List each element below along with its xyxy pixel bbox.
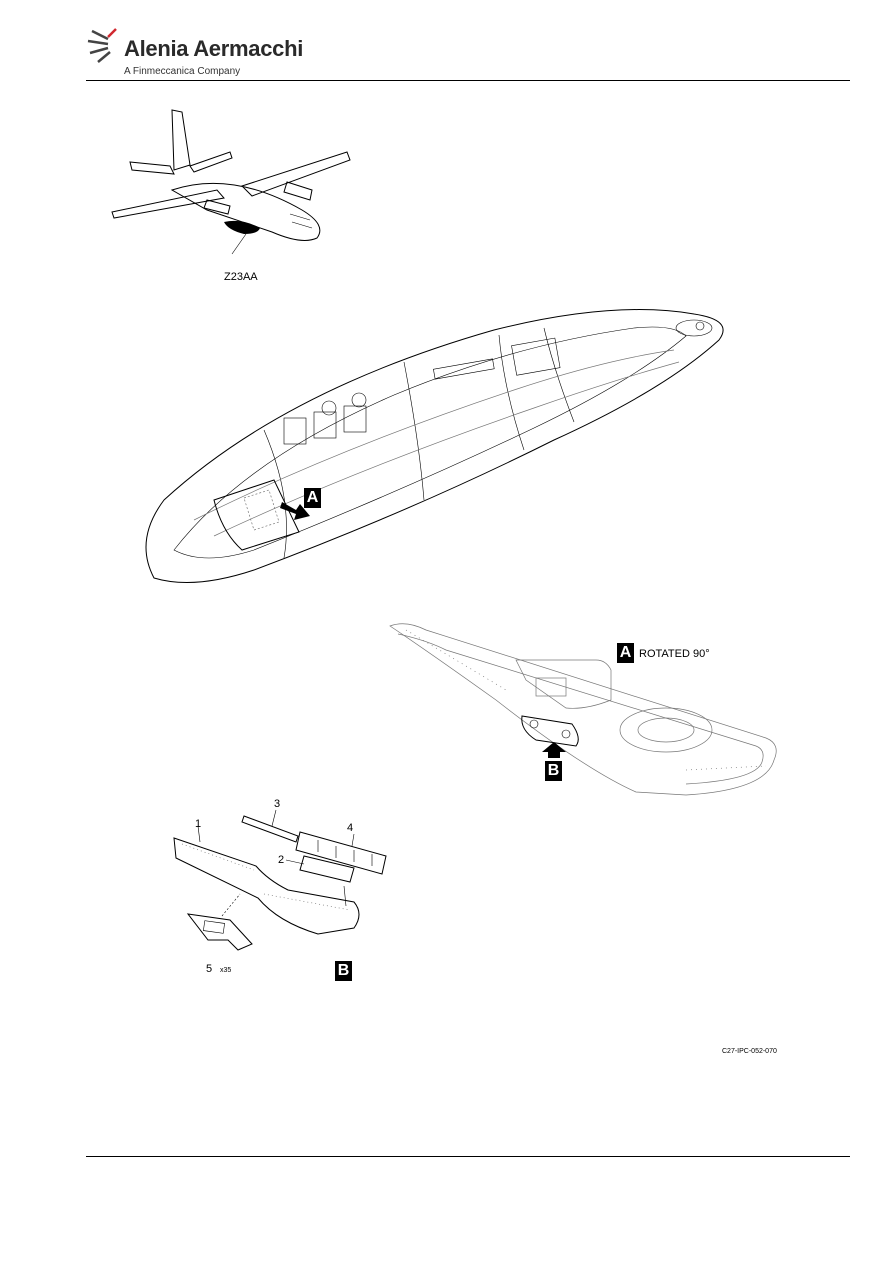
header-rule: [86, 80, 850, 81]
logo-name: Alenia Aermacchi: [124, 36, 304, 61]
logo-mark-icon: [87, 28, 117, 63]
item-1-callout: 1: [195, 818, 202, 830]
view-a-caption: ROTATED 90°: [639, 648, 710, 660]
logo-subtitle: A Finmeccanica Company: [124, 66, 241, 77]
fuselage-shell-drawing: [145, 309, 724, 583]
aircraft-locator-drawing: [111, 109, 351, 255]
view-b-tag: B: [335, 961, 352, 981]
item-2-callout: 2: [278, 854, 285, 866]
view-a-panel-drawing: [389, 623, 777, 796]
figure-reference: C27-IPC-052-070: [722, 1048, 777, 1055]
view-a-tag-callout: A: [304, 488, 321, 508]
header: Alenia Aermacchi A Finmeccanica Company: [86, 20, 850, 82]
view-a-tag: A: [617, 643, 634, 663]
zone-label: Z23AA: [224, 271, 258, 283]
footer-rule: [86, 1156, 850, 1157]
item-5-quantity: x35: [220, 967, 232, 974]
view-b-exploded-drawing: [173, 809, 387, 951]
item-5-callout: 5: [206, 963, 213, 975]
view-b-tag-callout: B: [545, 761, 562, 781]
item-3-callout: 3: [274, 798, 281, 810]
item-4-callout: 4: [347, 822, 354, 834]
